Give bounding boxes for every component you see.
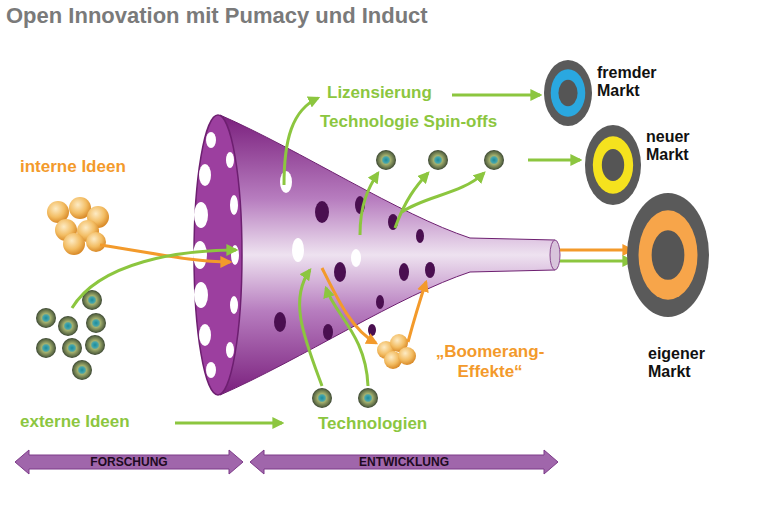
idea-balls (47, 197, 109, 255)
phase-label: FORSCHUNG (15, 455, 243, 469)
target-ring (627, 193, 709, 317)
diagram-title: Open Innovation mit Pumacy und Induct (6, 3, 428, 28)
flow-label: externe Ideen (20, 412, 130, 432)
market-target: neuer Markt (582, 122, 722, 210)
flow-label: Lizensierung (327, 83, 432, 103)
double-arrow-shape (250, 450, 558, 474)
market-target: eigener Markt (625, 190, 755, 390)
funnel (193, 115, 560, 395)
target-ring (593, 136, 633, 194)
flow-label: interne Ideen (20, 157, 126, 177)
phase-label: ENTWICKLUNG (250, 455, 558, 469)
flow-label: Technologien (318, 414, 427, 434)
target-ring (585, 125, 641, 205)
idea-balls (36, 290, 106, 380)
phase-band: FORSCHUNG (15, 450, 243, 474)
phase-band: ENTWICKLUNG (250, 450, 558, 474)
target-center (652, 230, 685, 280)
market-label: fremder Markt (597, 64, 671, 101)
market-target: fremder Markt (540, 58, 680, 130)
market-label: neuer Markt (646, 128, 716, 165)
double-arrow-shape (15, 450, 243, 474)
target-ring (638, 210, 697, 299)
flow-label: Technologie Spin-offs (320, 112, 497, 132)
flow-label: „Boomerang- Effekte“ (430, 342, 550, 381)
target-ring (551, 69, 586, 117)
flow-arrows (72, 95, 632, 423)
market-label: eigener Markt (648, 345, 738, 382)
target-center (602, 149, 624, 181)
target-center (558, 80, 577, 106)
target-ring (544, 60, 592, 126)
